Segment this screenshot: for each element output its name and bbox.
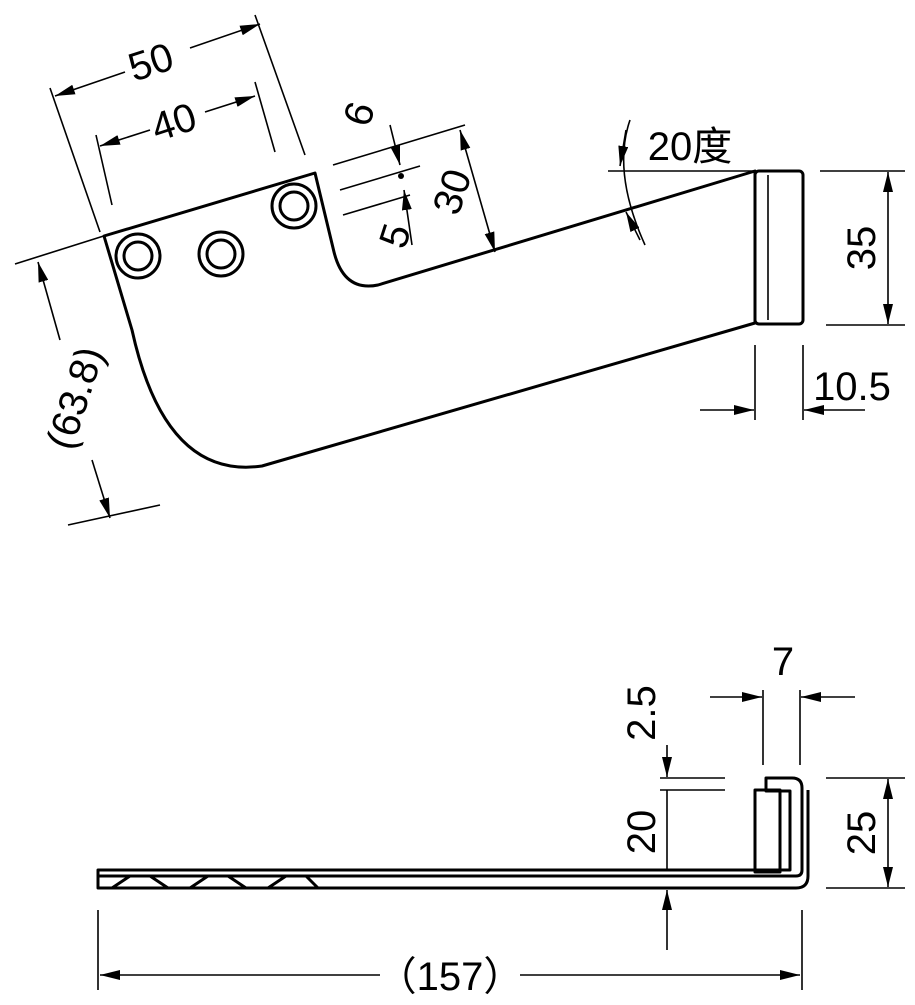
angle-label: 20度 <box>648 125 733 169</box>
side-tab <box>753 788 782 874</box>
dim-6-label: 6 <box>335 97 384 132</box>
dim-7-label: 7 <box>772 640 794 684</box>
dim-2-5-label: 2.5 <box>620 685 664 741</box>
dimension-2-5-20: 2.5 20 <box>620 685 725 950</box>
side-plate-lower <box>96 790 810 890</box>
bracket-outline <box>102 169 757 469</box>
dimension-157: （157） <box>97 910 803 999</box>
dim-35-label: 35 <box>840 226 884 271</box>
dimension-10-5: 10.5 <box>700 345 891 420</box>
side-view: 7 2.5 20 25 （157） <box>96 640 905 999</box>
dim-10-5-label: 10.5 <box>813 365 891 409</box>
mounting-hole-1 <box>114 232 162 280</box>
counterbore-section <box>111 874 320 890</box>
dimension-7: 7 <box>710 640 855 765</box>
dimension-40: 40 <box>95 81 276 206</box>
dimension-6-5-30: 6 5 30 <box>332 97 496 254</box>
dim-40-label: 40 <box>146 95 202 151</box>
mounting-hole-2 <box>197 230 245 278</box>
dimension-25: 25 <box>826 777 905 889</box>
side-plate <box>96 776 804 878</box>
dim-63-8-label: (63.8) <box>39 341 113 454</box>
dimension-35: 35 <box>820 170 905 326</box>
dim-157-label: （157） <box>377 955 524 999</box>
flange-end <box>753 169 805 326</box>
dim-25-label: 25 <box>840 811 884 856</box>
dim-20-label: 20 <box>620 810 664 855</box>
mounting-hole-3 <box>270 182 318 230</box>
dim-5-label: 5 <box>371 219 420 254</box>
dim-50-label: 50 <box>123 35 179 91</box>
top-view: 50 40 (63.8) 6 5 <box>14 14 905 526</box>
dimension-angle-20: 20度 <box>608 119 755 246</box>
